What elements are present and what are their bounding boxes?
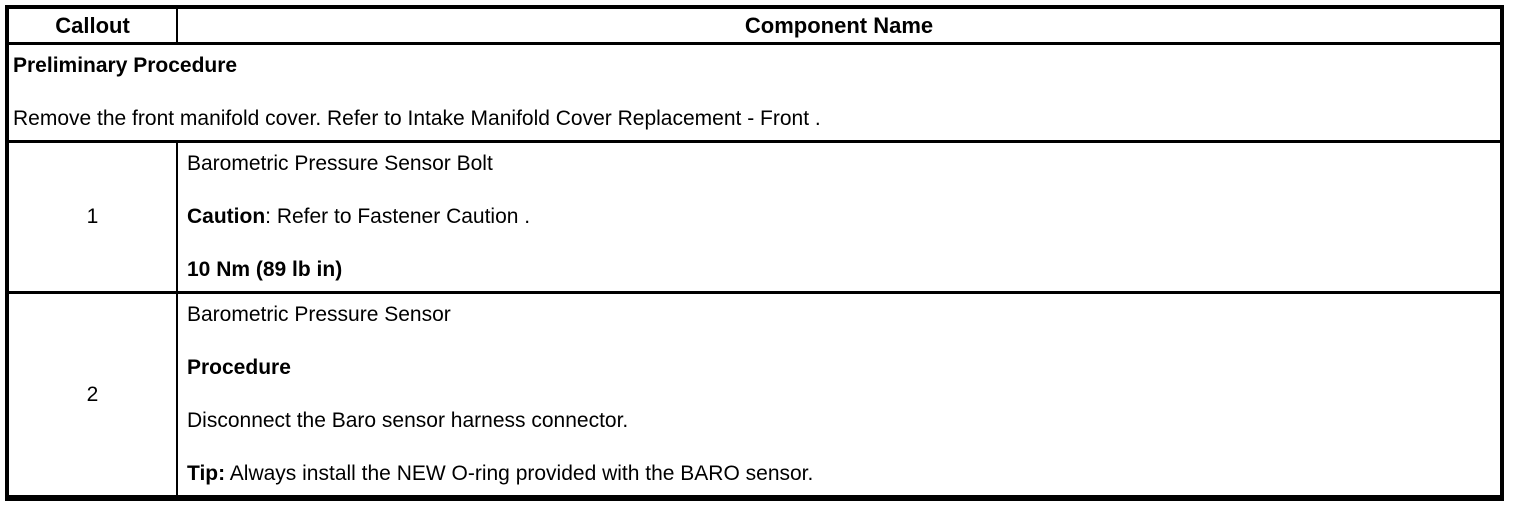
preliminary-procedure-instruction: Remove the front manifold cover. Refer t… bbox=[13, 107, 821, 130]
tip-note: Tip: Always install the NEW O-ring provi… bbox=[187, 460, 1490, 488]
procedure-step: Disconnect the Baro sensor harness conne… bbox=[187, 409, 629, 432]
table-row: 2 Barometric Pressure Sensor Procedure D… bbox=[6, 291, 1503, 500]
callout-column-header: Callout bbox=[6, 5, 178, 45]
tip-label: Tip: bbox=[187, 462, 226, 485]
preliminary-procedure-title: Preliminary Procedure bbox=[13, 54, 238, 77]
component-cell: Barometric Pressure Sensor Bolt Caution:… bbox=[176, 140, 1503, 294]
component-name-text: Barometric Pressure Sensor Bolt bbox=[187, 152, 493, 175]
preliminary-procedure-row: Preliminary Procedure Remove the front m… bbox=[6, 42, 1503, 143]
component-name-column-header: Component Name bbox=[176, 5, 1503, 45]
component-name-text: Barometric Pressure Sensor bbox=[187, 303, 451, 326]
callout-number: 1 bbox=[6, 140, 178, 294]
component-cell: Barometric Pressure Sensor Procedure Dis… bbox=[176, 291, 1503, 500]
table-header-row: Callout Component Name bbox=[6, 5, 1503, 45]
caution-label: Caution bbox=[187, 205, 266, 228]
procedure-label: Procedure bbox=[187, 356, 291, 379]
callout-number: 2 bbox=[6, 291, 178, 500]
tip-text: Always install the NEW O-ring provided w… bbox=[225, 462, 814, 485]
torque-spec: 10 Nm (89 lb in) bbox=[187, 258, 343, 281]
preliminary-procedure-cell: Preliminary Procedure Remove the front m… bbox=[6, 42, 1503, 143]
caution-note: Caution: Refer to Fastener Caution . bbox=[187, 203, 1490, 231]
component-callout-table: Callout Component Name Preliminary Proce… bbox=[5, 5, 1504, 501]
table-row: 1 Barometric Pressure Sensor Bolt Cautio… bbox=[6, 140, 1503, 294]
caution-text: : Refer to Fastener Caution . bbox=[265, 205, 531, 228]
